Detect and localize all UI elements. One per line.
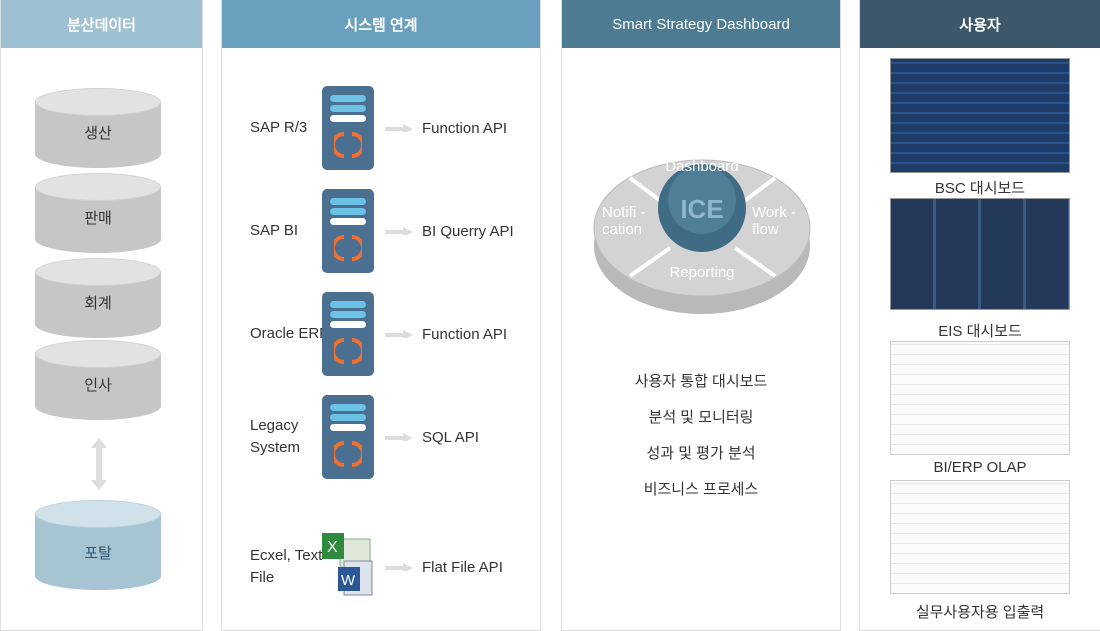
source-system: SAP BI — [250, 222, 299, 239]
ice-ring-diagram — [593, 159, 811, 314]
api-type: Function API — [422, 325, 508, 343]
eis-dashboard-screenshot — [890, 198, 1070, 310]
api-type: Flat File API — [422, 558, 503, 576]
source-system: Oracle ERP — [250, 325, 330, 342]
ice-label: ICE — [680, 194, 724, 224]
svg-text:X: X — [327, 539, 338, 556]
db-portal: 포탈 — [35, 500, 161, 590]
feature-item: 비즈니스 프로세스 — [643, 481, 759, 498]
api-type: BI Querry API — [422, 222, 514, 240]
screen-caption: BI/ERP OLAP — [933, 459, 1027, 476]
db-accounting: 회계 — [35, 258, 161, 338]
screen-caption: BSC 대시보드 — [934, 180, 1026, 197]
arrow-right-icon — [385, 330, 413, 338]
integration-row: SAP R/3 Function API — [222, 86, 540, 170]
segment-notification: Notifi -cation — [602, 204, 646, 238]
arrow-right-icon — [385, 227, 413, 235]
source-system: SAP R/3 — [250, 119, 308, 136]
excel-word-file-icon: XW — [322, 533, 373, 596]
screen-caption: 실무사용자용 입출력 — [915, 604, 1045, 621]
server-icon — [322, 86, 374, 170]
db-production: 생산 — [35, 88, 161, 168]
api-type: Function API — [422, 119, 508, 137]
bsc-dashboard-screenshot — [890, 58, 1070, 173]
segment-reporting: Reporting — [669, 264, 735, 281]
sync-icon — [334, 132, 362, 158]
integration-row: SAP BI BI Querry API — [222, 189, 540, 273]
db-hr: 인사 — [35, 340, 161, 420]
server-icon — [322, 395, 374, 479]
bidirectional-arrow-icon — [91, 438, 107, 490]
sync-icon — [334, 338, 362, 364]
input-output-screenshot — [890, 480, 1070, 594]
users-panel: 사용자 BSC 대시보드 EIS 대시보드 BI/ERP OLAP 실무사용자용… — [859, 0, 1100, 631]
panel-title: Smart Strategy Dashboard — [562, 0, 840, 48]
olap-screenshot — [890, 341, 1070, 455]
source-system: Legacy System — [250, 417, 301, 456]
arrow-right-icon — [385, 124, 413, 132]
server-icon — [322, 189, 374, 273]
screen-caption: EIS 대시보드 — [938, 323, 1022, 340]
feature-item: 분석 및 모니터링 — [648, 409, 754, 426]
api-type: SQL API — [422, 428, 479, 446]
segment-dashboard: Dashboard — [665, 158, 739, 175]
db-sales: 판매 — [35, 173, 161, 253]
integration-row: Legacy System SQL API — [222, 395, 540, 479]
arrow-right-icon — [385, 433, 413, 441]
panel-title: 분산데이터 — [1, 0, 202, 48]
distributed-data-panel: 분산데이터 인사 회계 판매 생산 포탈 — [0, 0, 203, 631]
feature-item: 사용자 통합 대시보드 — [634, 373, 768, 390]
integration-row: Oracle ERP Function API — [222, 292, 540, 376]
svg-text:W: W — [341, 572, 356, 589]
panel-title: 시스템 연계 — [222, 0, 540, 48]
feature-item: 성과 및 평가 분석 — [646, 445, 756, 462]
server-icon — [322, 292, 374, 376]
sync-icon — [334, 441, 362, 467]
arrow-right-icon — [385, 563, 413, 571]
panel-title: 사용자 — [860, 0, 1100, 48]
dashboard-panel: Smart Strategy Dashboard ICE Dashboard W… — [561, 0, 841, 631]
sync-icon — [334, 235, 362, 261]
segment-workflow: Work -flow — [752, 204, 796, 238]
source-system: Ecxel, Text File — [250, 547, 323, 586]
